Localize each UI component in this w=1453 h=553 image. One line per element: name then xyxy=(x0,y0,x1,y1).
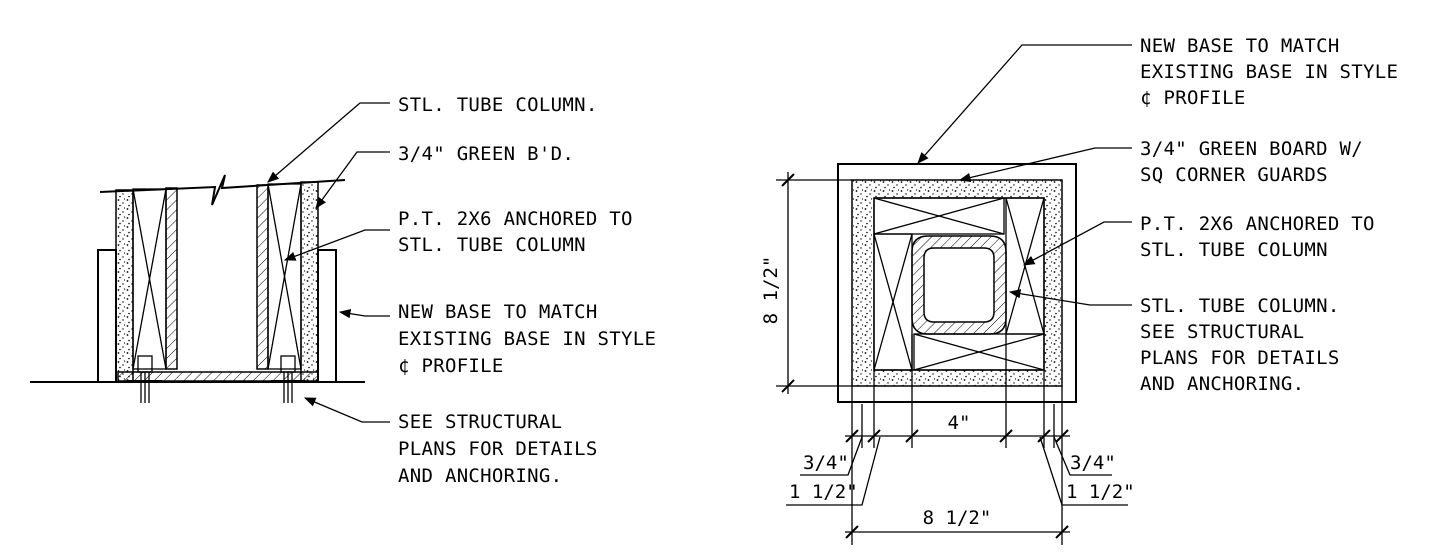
plan-tube-width-label: 4" xyxy=(948,412,971,434)
section-note-pt: P.T. 2X6 ANCHORED TO STL. TUBE COLUMN xyxy=(398,208,645,256)
section-note-tube: STL. TUBE COLUMN. xyxy=(398,94,598,116)
plan-stud-right-label: 1 1/2" xyxy=(1066,481,1135,503)
plan-leaders xyxy=(917,44,1132,306)
plan-pt-bottom xyxy=(913,333,1045,371)
plan-steel-tube xyxy=(911,235,1007,335)
plan-pt-right xyxy=(1005,197,1045,335)
right-green-board xyxy=(300,181,319,383)
section-leaders xyxy=(267,102,390,423)
plan-bottom-extensions xyxy=(851,334,1063,545)
left-tube-wall xyxy=(165,187,178,370)
right-base xyxy=(317,249,337,383)
plan-note-base: NEW BASE TO MATCH EXISTING BASE IN STYLE… xyxy=(1140,35,1410,109)
plan-note-pt: P.T. 2X6 ANCHORED TO STL. TUBE COLUMN xyxy=(1140,213,1387,261)
section-note-structural: SEE STRUCTURAL PLANS FOR DETAILS AND ANC… xyxy=(398,411,609,487)
plan-pt-left xyxy=(873,233,913,371)
section-note-green-board: 3/4" GREEN B'D. xyxy=(398,143,574,165)
plan-width-label: 8 1/2" xyxy=(923,507,992,529)
plan-height-label: 8 1/2" xyxy=(760,256,782,325)
plan-board-right-label: 3/4" xyxy=(1070,452,1116,474)
plan-note-green-board: 3/4" GREEN BOARD W/ SQ CORNER GUARDS xyxy=(1140,138,1375,186)
plan-outer-base xyxy=(837,163,1077,403)
left-green-board xyxy=(115,189,134,383)
plan-stud-left-label: 1 1/2" xyxy=(789,481,858,503)
plan-detail: 8 1/2" 4" 3 xyxy=(760,44,1135,545)
plan-note-tube: STL. TUBE COLUMN. SEE STRUCTURAL PLANS F… xyxy=(1140,295,1351,395)
plan-pt-top xyxy=(873,197,1005,235)
plan-chain-dimension xyxy=(845,429,1070,443)
left-anchor-bolt xyxy=(128,355,162,403)
right-anchor-bolt xyxy=(271,355,305,403)
plan-height-dimension xyxy=(776,172,852,394)
left-base xyxy=(97,249,117,383)
section-note-base: NEW BASE TO MATCH EXISTING BASE IN STYLE… xyxy=(398,301,668,377)
plan-small-dim-leaders xyxy=(786,436,1128,506)
plan-board-left-label: 3/4" xyxy=(803,452,849,474)
base-plate xyxy=(117,371,319,382)
break-line xyxy=(99,174,346,206)
plan-width-dimension xyxy=(845,525,1070,539)
section-detail xyxy=(30,102,390,423)
right-tube-wall xyxy=(256,184,269,370)
